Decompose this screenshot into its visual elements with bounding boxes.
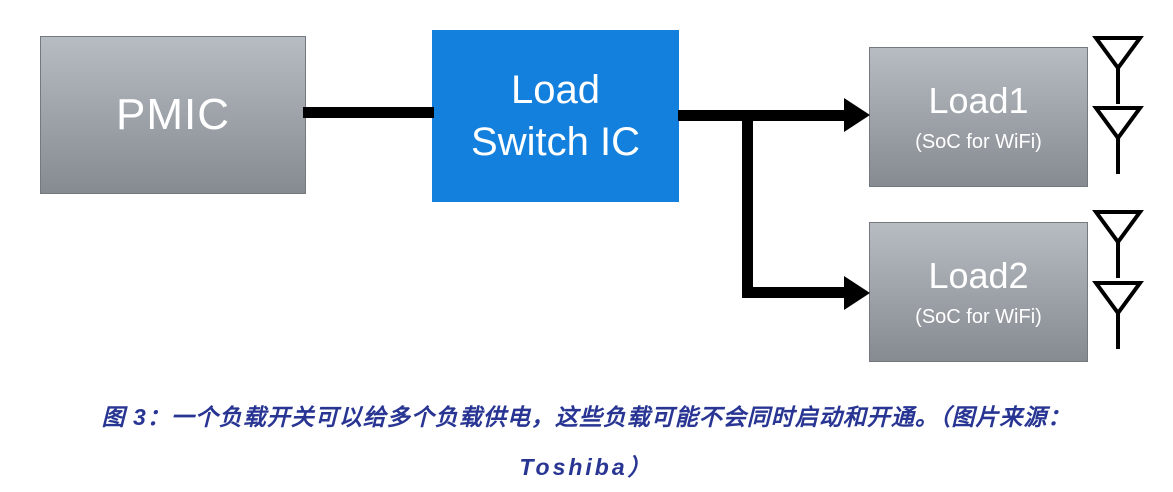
- antenna-icon: [1092, 281, 1144, 349]
- antenna-icon: [1092, 210, 1144, 278]
- connector-branch-vertical: [742, 110, 753, 298]
- load2-sublabel: (SoC for WiFi): [915, 305, 1042, 328]
- load-switch-label-line2: Switch IC: [471, 120, 640, 164]
- pmic-label: PMIC: [116, 90, 230, 139]
- load2-block: Load2 (SoC for WiFi): [869, 222, 1088, 362]
- antenna-icon: [1092, 106, 1144, 174]
- load-switch-label-line1: Load: [511, 68, 600, 112]
- load1-label: Load1: [928, 79, 1029, 121]
- load1-sublabel: (SoC for WiFi): [915, 130, 1042, 153]
- pmic-block: PMIC: [40, 36, 306, 194]
- arrowhead-load1: [844, 98, 870, 132]
- connector-branch-to-load2: [742, 287, 845, 298]
- figure-caption-line2: Toshiba）: [519, 454, 654, 480]
- connector-switch-to-load1: [678, 110, 845, 121]
- load1-block: Load1 (SoC for WiFi): [869, 47, 1088, 187]
- connector-pmic-to-switch: [303, 107, 434, 118]
- load-switch-ic-block: Load Switch IC: [432, 30, 679, 202]
- arrowhead-load2: [844, 276, 870, 310]
- load2-label: Load2: [928, 254, 1029, 296]
- figure-caption-line1: 图 3：一个负载开关可以给多个负载供电，这些负载可能不会同时启动和开通。（图片来…: [101, 404, 1072, 430]
- antenna-icon: [1092, 36, 1144, 104]
